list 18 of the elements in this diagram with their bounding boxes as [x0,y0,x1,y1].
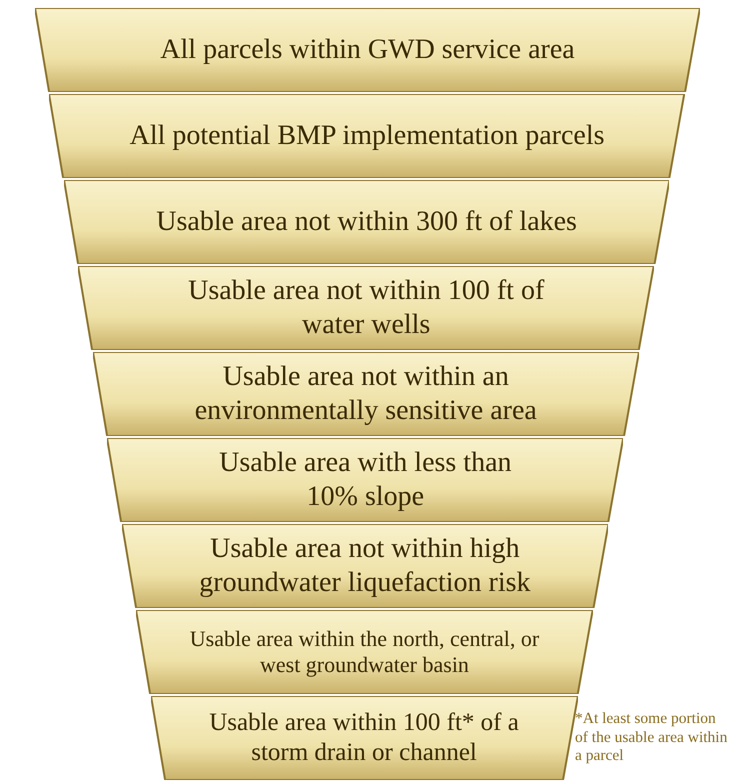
funnel-band [64,180,670,264]
band-text: Usable area with less than 10% slope [218,446,513,514]
band-text: Usable area within the north, central, or west groundwater basin [188,626,540,678]
funnel-band [122,524,608,608]
funnel-band [92,352,639,436]
footnote: *At least some portion of the usable area within a parcel [575,710,728,766]
band-text: Usable area not within high groundwater liquefaction risk [198,532,532,600]
funnel-band [107,438,624,522]
band-text: All potential BMP implementation parcels [130,119,604,153]
band-text: All parcels within GWD service area [160,33,575,67]
funnel-band [78,266,654,350]
funnel-band [49,94,685,178]
funnel-band [35,8,700,92]
band-text: Usable area within 100 ft* of a storm drain or channel [208,708,520,768]
funnel-band [136,610,593,694]
band-text: Usable area not within 300 ft of lakes [156,205,577,239]
band-text: Usable area not within 100 ft of water wells [187,274,546,342]
band-text: Usable area not within an environmentally sensitive area [194,360,538,428]
